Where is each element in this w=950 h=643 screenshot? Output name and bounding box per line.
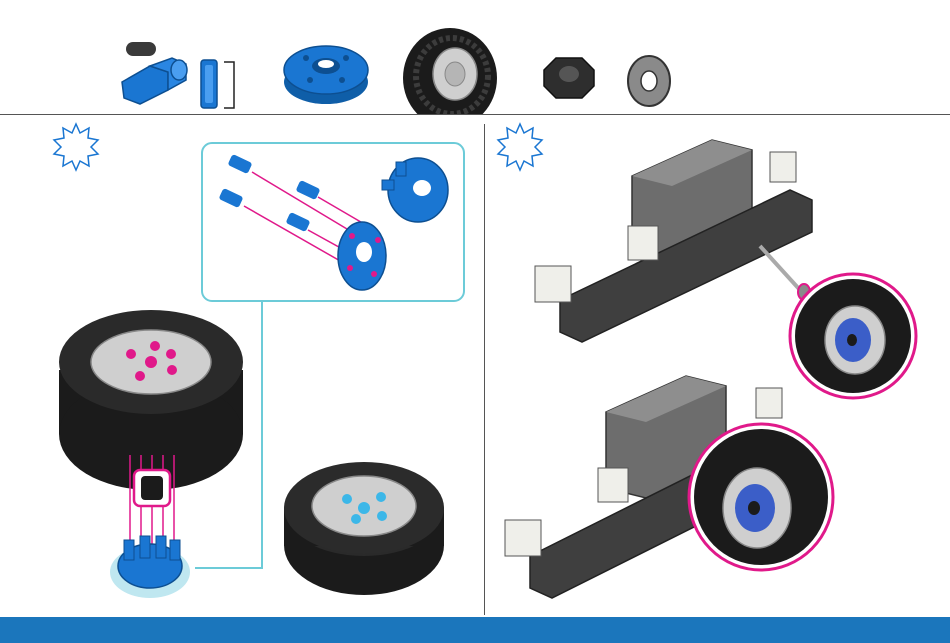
washer-icon [628, 56, 670, 106]
gear-burst-icon [498, 124, 542, 170]
tire-icon [403, 28, 497, 115]
hub-icon [338, 222, 386, 290]
tire-icon [689, 424, 833, 570]
tire-icon [790, 274, 916, 398]
collar-icon [134, 470, 170, 506]
tire-icon [284, 462, 444, 595]
footer-bar [0, 617, 950, 643]
hub-icon [110, 536, 190, 598]
step-b-panel [485, 115, 950, 617]
step-a-panel [0, 115, 484, 617]
hub-icon [284, 46, 368, 104]
collar-icon [544, 58, 594, 98]
tire-icon [59, 310, 243, 490]
parts-bar [0, 0, 950, 115]
chassis-assembly [535, 140, 812, 342]
pin-icon [122, 42, 234, 108]
gear-burst-icon [54, 124, 98, 170]
